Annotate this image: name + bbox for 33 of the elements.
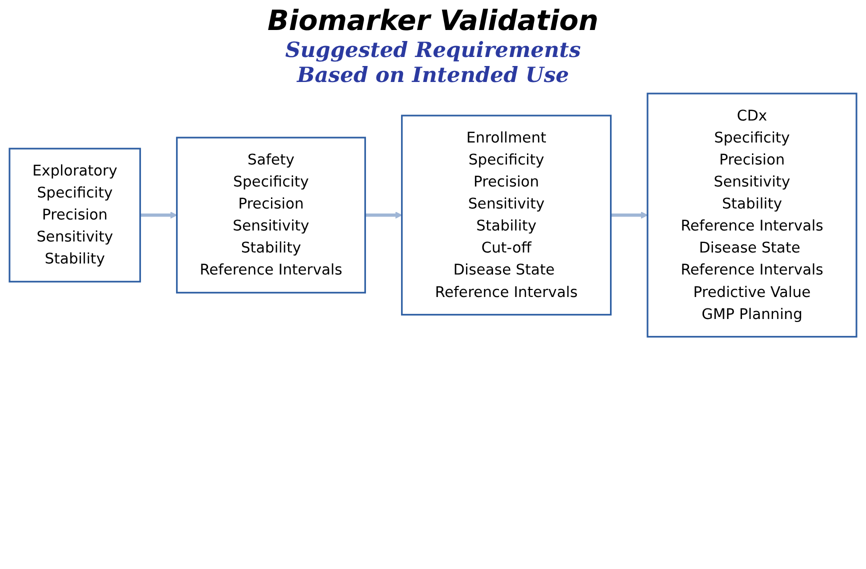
subtitle: Suggested Requirements Based on Intended Use [284, 37, 582, 87]
node-label: Sensitivity [36, 228, 114, 246]
node-label: GMP Planning [702, 306, 802, 323]
requirement-card: Enrollment Specificity Precision Sensitivity Stability Cut-off Disease State Reference Intervals [401, 114, 612, 316]
requirement-card: Safety Specificity Precision Sensitivity Stability Reference Intervals [176, 136, 366, 294]
node-label: Specificity [36, 184, 113, 202]
node-label: Reference Intervals [200, 262, 342, 279]
node-label: Disease State Reference Intervals [435, 262, 578, 301]
node-label: Precision [474, 174, 540, 191]
node-label: Precision [719, 151, 785, 169]
requirement-card: CDx Specificity Precision Sensitivity Stability Reference Intervals Disease State Reference Intervals Predictive Value GMP Planning [646, 92, 858, 338]
node-label: Precision [238, 196, 304, 213]
node-label: Disease State Reference Intervals [680, 240, 824, 279]
diagram-title: Biomarker Validation [268, 4, 598, 37]
node-label: Sensitivity [232, 218, 310, 235]
node-label: Stability [240, 240, 302, 257]
node-label: Safety [248, 151, 294, 169]
node-label: Reference Intervals [680, 218, 824, 235]
requirement-card: Exploratory Specificity Precision Sensitivity Stability [8, 148, 141, 282]
node-label: Stability [722, 196, 782, 213]
node-label: Stability [44, 250, 105, 268]
node-label: Sensitivity [468, 196, 545, 213]
node-label: Sensitivity [714, 174, 790, 191]
node-label: Predictive Value [693, 284, 811, 301]
node-label: Cut-off [481, 240, 532, 257]
node-label: Exploratory [32, 162, 118, 180]
node-label: Specificity [233, 174, 309, 191]
node-label: CDx [736, 107, 768, 125]
node-label: Enrollment [466, 129, 546, 147]
node-label: Precision [42, 206, 108, 224]
node-label: Stability [476, 218, 536, 235]
node-label: Specificity [468, 151, 544, 169]
node-label: Specificity [714, 129, 790, 147]
